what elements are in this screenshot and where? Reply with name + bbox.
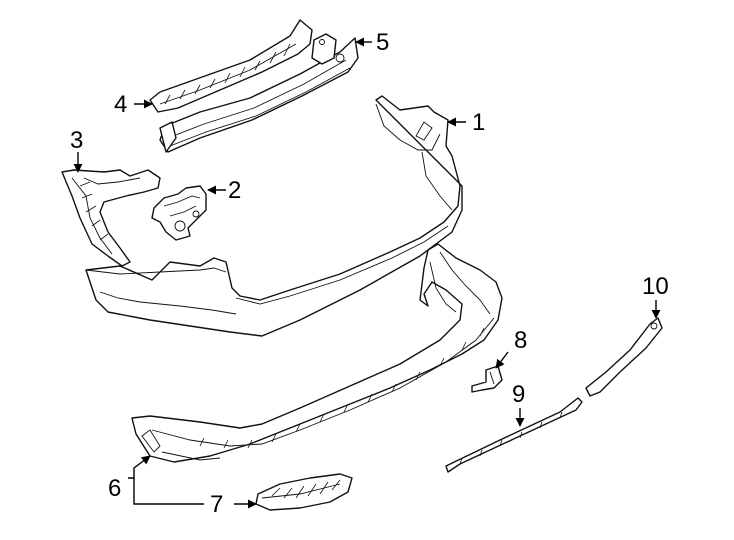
part-3-side-bracket — [61, 169, 161, 267]
callout-1: 1 — [472, 109, 485, 136]
part-8-small-bracket — [471, 365, 503, 393]
part-1-bumper-cover — [85, 95, 463, 337]
leader-8 — [495, 351, 509, 369]
callout-5: 5 — [376, 29, 389, 56]
leader-6 — [128, 455, 151, 479]
part-2-mount-bracket — [151, 185, 207, 241]
callout-3: 3 — [70, 127, 83, 154]
callout-labels: 1 2 3 4 5 6 7 8 9 10 — [70, 29, 669, 518]
leader-lines — [73, 37, 661, 509]
part-10-reflector-strip — [585, 317, 663, 397]
callout-6: 6 — [108, 475, 121, 502]
callout-8: 8 — [514, 327, 527, 354]
callout-9: 9 — [512, 381, 525, 408]
part-7-grille-insert — [255, 473, 353, 511]
callout-7: 7 — [210, 491, 223, 518]
part-4-energy-absorber — [149, 19, 313, 113]
leader-6-branch — [133, 478, 204, 505]
part-5-bumper-reinforcement — [159, 33, 359, 153]
callout-10: 10 — [642, 273, 669, 300]
callout-4: 4 — [114, 91, 127, 118]
part-6-lower-valance — [131, 243, 503, 463]
part-9-trim-molding — [445, 397, 583, 473]
callout-2: 2 — [228, 177, 241, 204]
